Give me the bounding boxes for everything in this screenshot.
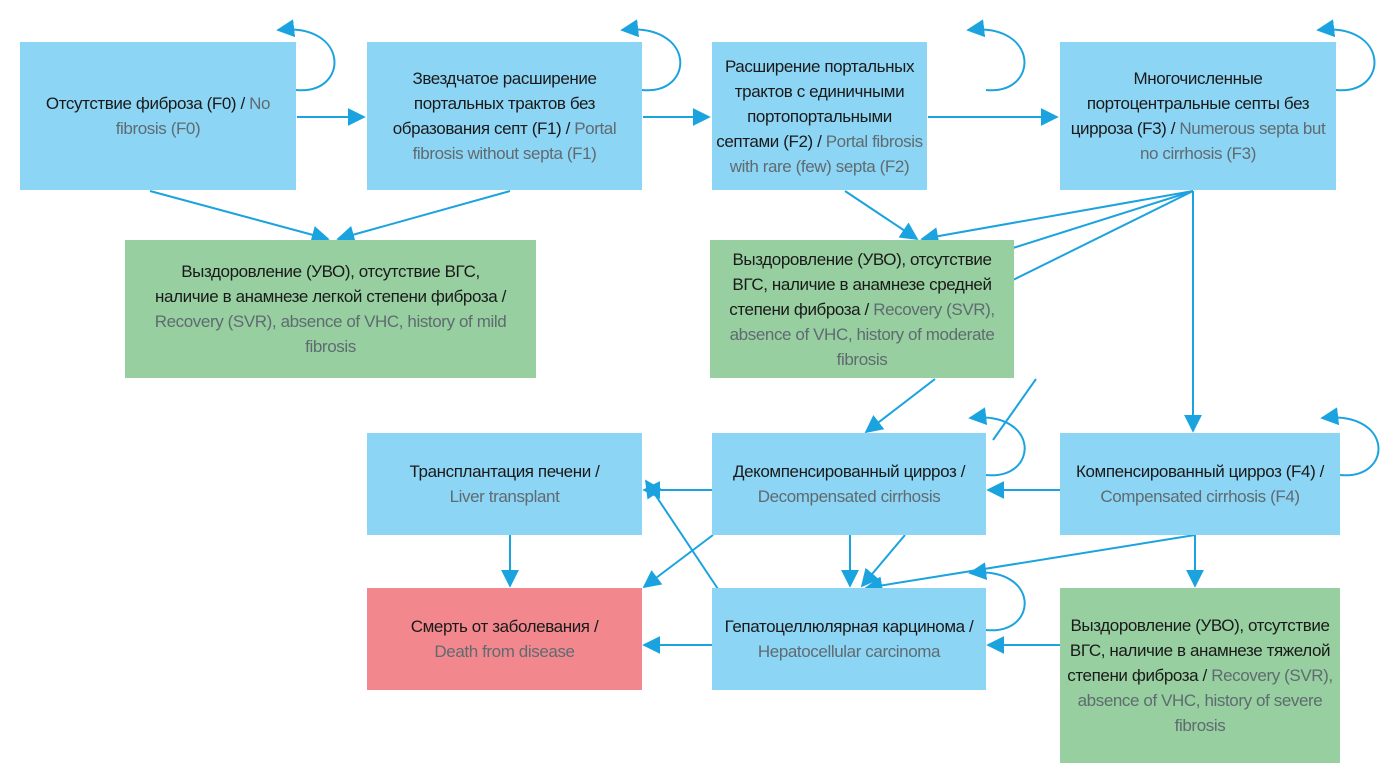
node-transplant-en: Liver transplant xyxy=(449,487,560,506)
node-f0-ru: Отсутствие фиброза (F0) / xyxy=(45,94,250,113)
node-transplant-ru: Трансплантация печени / xyxy=(409,462,600,481)
node-recovery-severe: Выздоровление (УВО), отсутствие ВГС, нал… xyxy=(1060,588,1340,763)
node-f3-en: Numerous septa but no cirrhosis (F3) xyxy=(1139,119,1326,163)
node-recovery-severe-ru: Выздоровление (УВО), отсутствие ВГС, нал… xyxy=(1067,616,1331,685)
node-f2: Расширение портальных трактов с единичны… xyxy=(712,42,927,190)
node-recovery-moderate-ru: Выздоровление (УВО), отсутствие ВГС, нал… xyxy=(729,249,992,319)
node-f1: Звездчатое расширение портальных трактов… xyxy=(367,42,642,190)
node-f1-en: Portal fibrosis without septa (F1) xyxy=(412,119,617,163)
node-f0: Отсутствие фиброза (F0) / No fibrosis (F… xyxy=(20,42,296,190)
node-hcc-ru: Гепатоцеллюлярная карцинома / xyxy=(724,617,974,636)
node-transplant: Трансплантация печени / Liver transplant xyxy=(367,433,642,535)
arrow-hcc-transplant xyxy=(645,479,721,593)
self-loops xyxy=(276,19,1380,632)
arrow-f3-decomp xyxy=(992,190,1194,441)
node-recovery-moderate: Выздоровление (УВО), отсутствие ВГС, нал… xyxy=(710,240,1014,378)
node-hcc-en: Hepatocellular carcinoma xyxy=(757,642,941,661)
arrow-moderate-decomp xyxy=(864,378,936,434)
node-compensated: Компенсированный цирроз (F4) / Compensat… xyxy=(1060,433,1340,535)
node-recovery-mild: Выздоровление (УВО), отсутствие ВГС, нал… xyxy=(125,240,536,378)
node-death-ru: Смерть от заболевания / xyxy=(410,617,599,636)
node-recovery-mild-en: Recovery (SVR), absence of VHC, history … xyxy=(154,312,507,356)
node-decompensated: Декомпенсированный цирроз / Decompensate… xyxy=(712,433,986,535)
node-compensated-ru: Компенсированный цирроз (F4) / xyxy=(1075,462,1325,481)
node-death: Смерть от заболевания / Death from disea… xyxy=(367,588,642,690)
arrow-decomp-hcc xyxy=(841,534,906,588)
node-f0-en: No fibrosis (F0) xyxy=(115,94,271,138)
arrow-f0-recovery xyxy=(149,190,330,244)
node-death-en: Death from disease xyxy=(434,642,575,661)
node-decompensated-en: Decompensated cirrhosis xyxy=(757,487,941,506)
node-f3-ru: Многочисленные портоцентральные септы бе… xyxy=(1070,69,1310,138)
arrow-comp-hcc xyxy=(864,534,1196,595)
node-decompensated-ru: Декомпенсированный цирроз / xyxy=(732,462,966,481)
node-recovery-mild-ru: Выздоровление (УВО), отсутствие ВГС, нал… xyxy=(155,262,506,306)
node-hcc: Гепатоцеллюлярная карцинома / Hepatocell… xyxy=(712,588,986,690)
arrow-f1-recovery xyxy=(336,190,511,244)
node-recovery-moderate-en: Recovery (SVR), absence of VHC, history … xyxy=(729,299,996,369)
node-recovery-severe-en: Recovery (SVR), absence of VHC, history … xyxy=(1077,666,1334,735)
node-f2-ru: Расширение портальных трактов с единичны… xyxy=(716,56,915,151)
node-compensated-en: Compensated cirrhosis (F4) xyxy=(1100,487,1300,506)
arrow-decomp-death xyxy=(642,534,714,589)
arrow-f2-recovery xyxy=(844,190,919,240)
arrow-f3-recovery xyxy=(920,190,1194,246)
node-f3: Многочисленные портоцентральные септы бе… xyxy=(1060,42,1336,190)
node-f2-en: Portal fibrosis with rare (few) septa (F… xyxy=(729,131,923,176)
node-f1-ru: Звездчатое расширение портальных трактов… xyxy=(392,69,597,138)
